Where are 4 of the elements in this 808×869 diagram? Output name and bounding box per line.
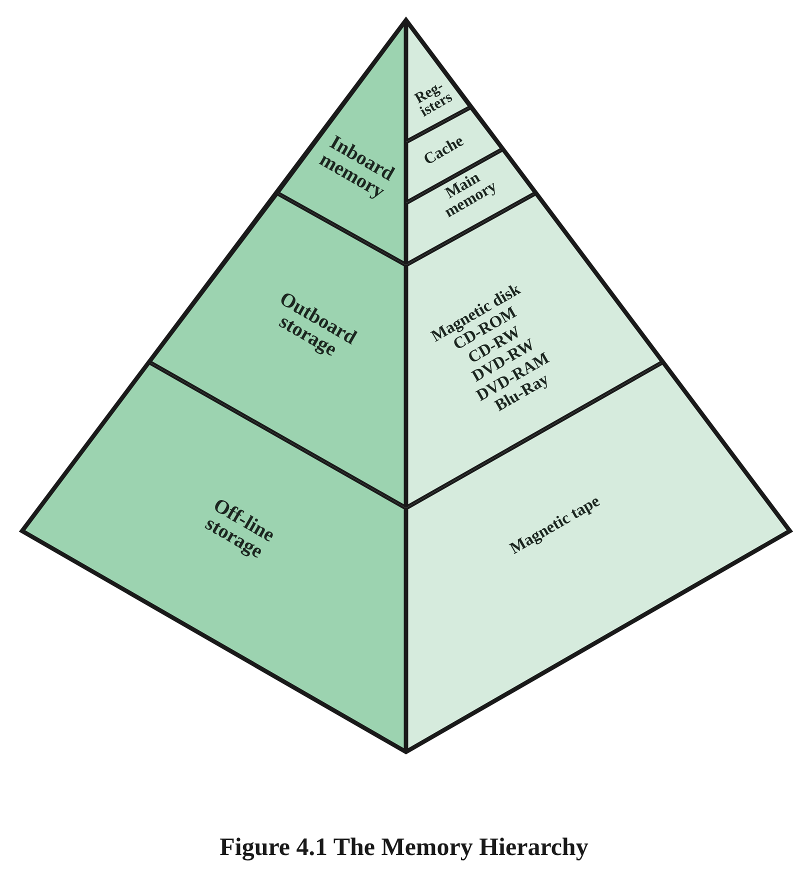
figure-caption: Figure 4.1 The Memory Hierarchy (220, 834, 588, 861)
section-label: Reg- isters (411, 77, 456, 123)
section-label: Cache (420, 132, 468, 171)
pyramid-band (22, 362, 406, 752)
